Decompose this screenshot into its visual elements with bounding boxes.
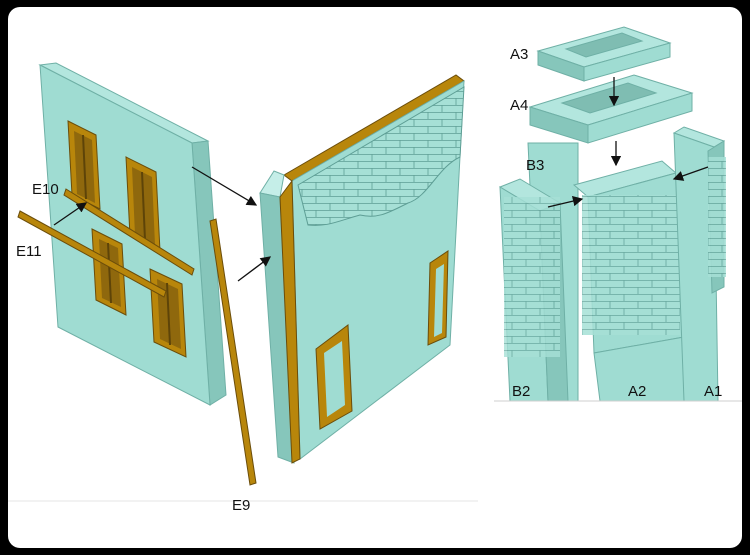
a3-cap [536, 26, 672, 82]
side-wall-brick [259, 74, 465, 464]
b2-column [498, 178, 569, 402]
label-a3: A3 [510, 46, 528, 63]
door-frame [315, 324, 353, 430]
a4-collar [528, 74, 694, 144]
arrow-to-side-wall-mid [237, 256, 272, 282]
label-a1: A1 [704, 383, 722, 400]
e9-corner-post [209, 218, 257, 486]
a1-column [672, 126, 726, 402]
label-e10: E10 [32, 181, 59, 198]
e11-ledge-strip [17, 210, 167, 298]
label-b2: B2 [512, 383, 530, 400]
label-e9: E9 [232, 497, 250, 514]
label-a2: A2 [628, 383, 646, 400]
diagram-panel: A3 A4 B3 B2 A2 A1 E10 E11 E9 [8, 7, 742, 548]
e10-pointer [53, 202, 88, 226]
arrow-a1-to-a2 [672, 166, 709, 181]
e10-ledge-strip [63, 188, 195, 276]
upper-left-window [67, 120, 101, 210]
label-e11: E11 [16, 243, 42, 260]
upper-right-window [125, 156, 161, 252]
a2-column [572, 160, 689, 402]
arrow-b2-to-a2 [547, 196, 584, 208]
label-a4: A4 [510, 97, 528, 114]
exploded-assembly-diagram: A3 A4 B3 B2 A2 A1 E10 E11 E9 [8, 26, 742, 514]
front-facade-wall [38, 62, 227, 406]
label-b3: B3 [526, 157, 544, 174]
chimney-assembly [498, 26, 726, 402]
arrow-to-side-wall-top [191, 166, 258, 206]
lower-left-window [91, 228, 127, 316]
